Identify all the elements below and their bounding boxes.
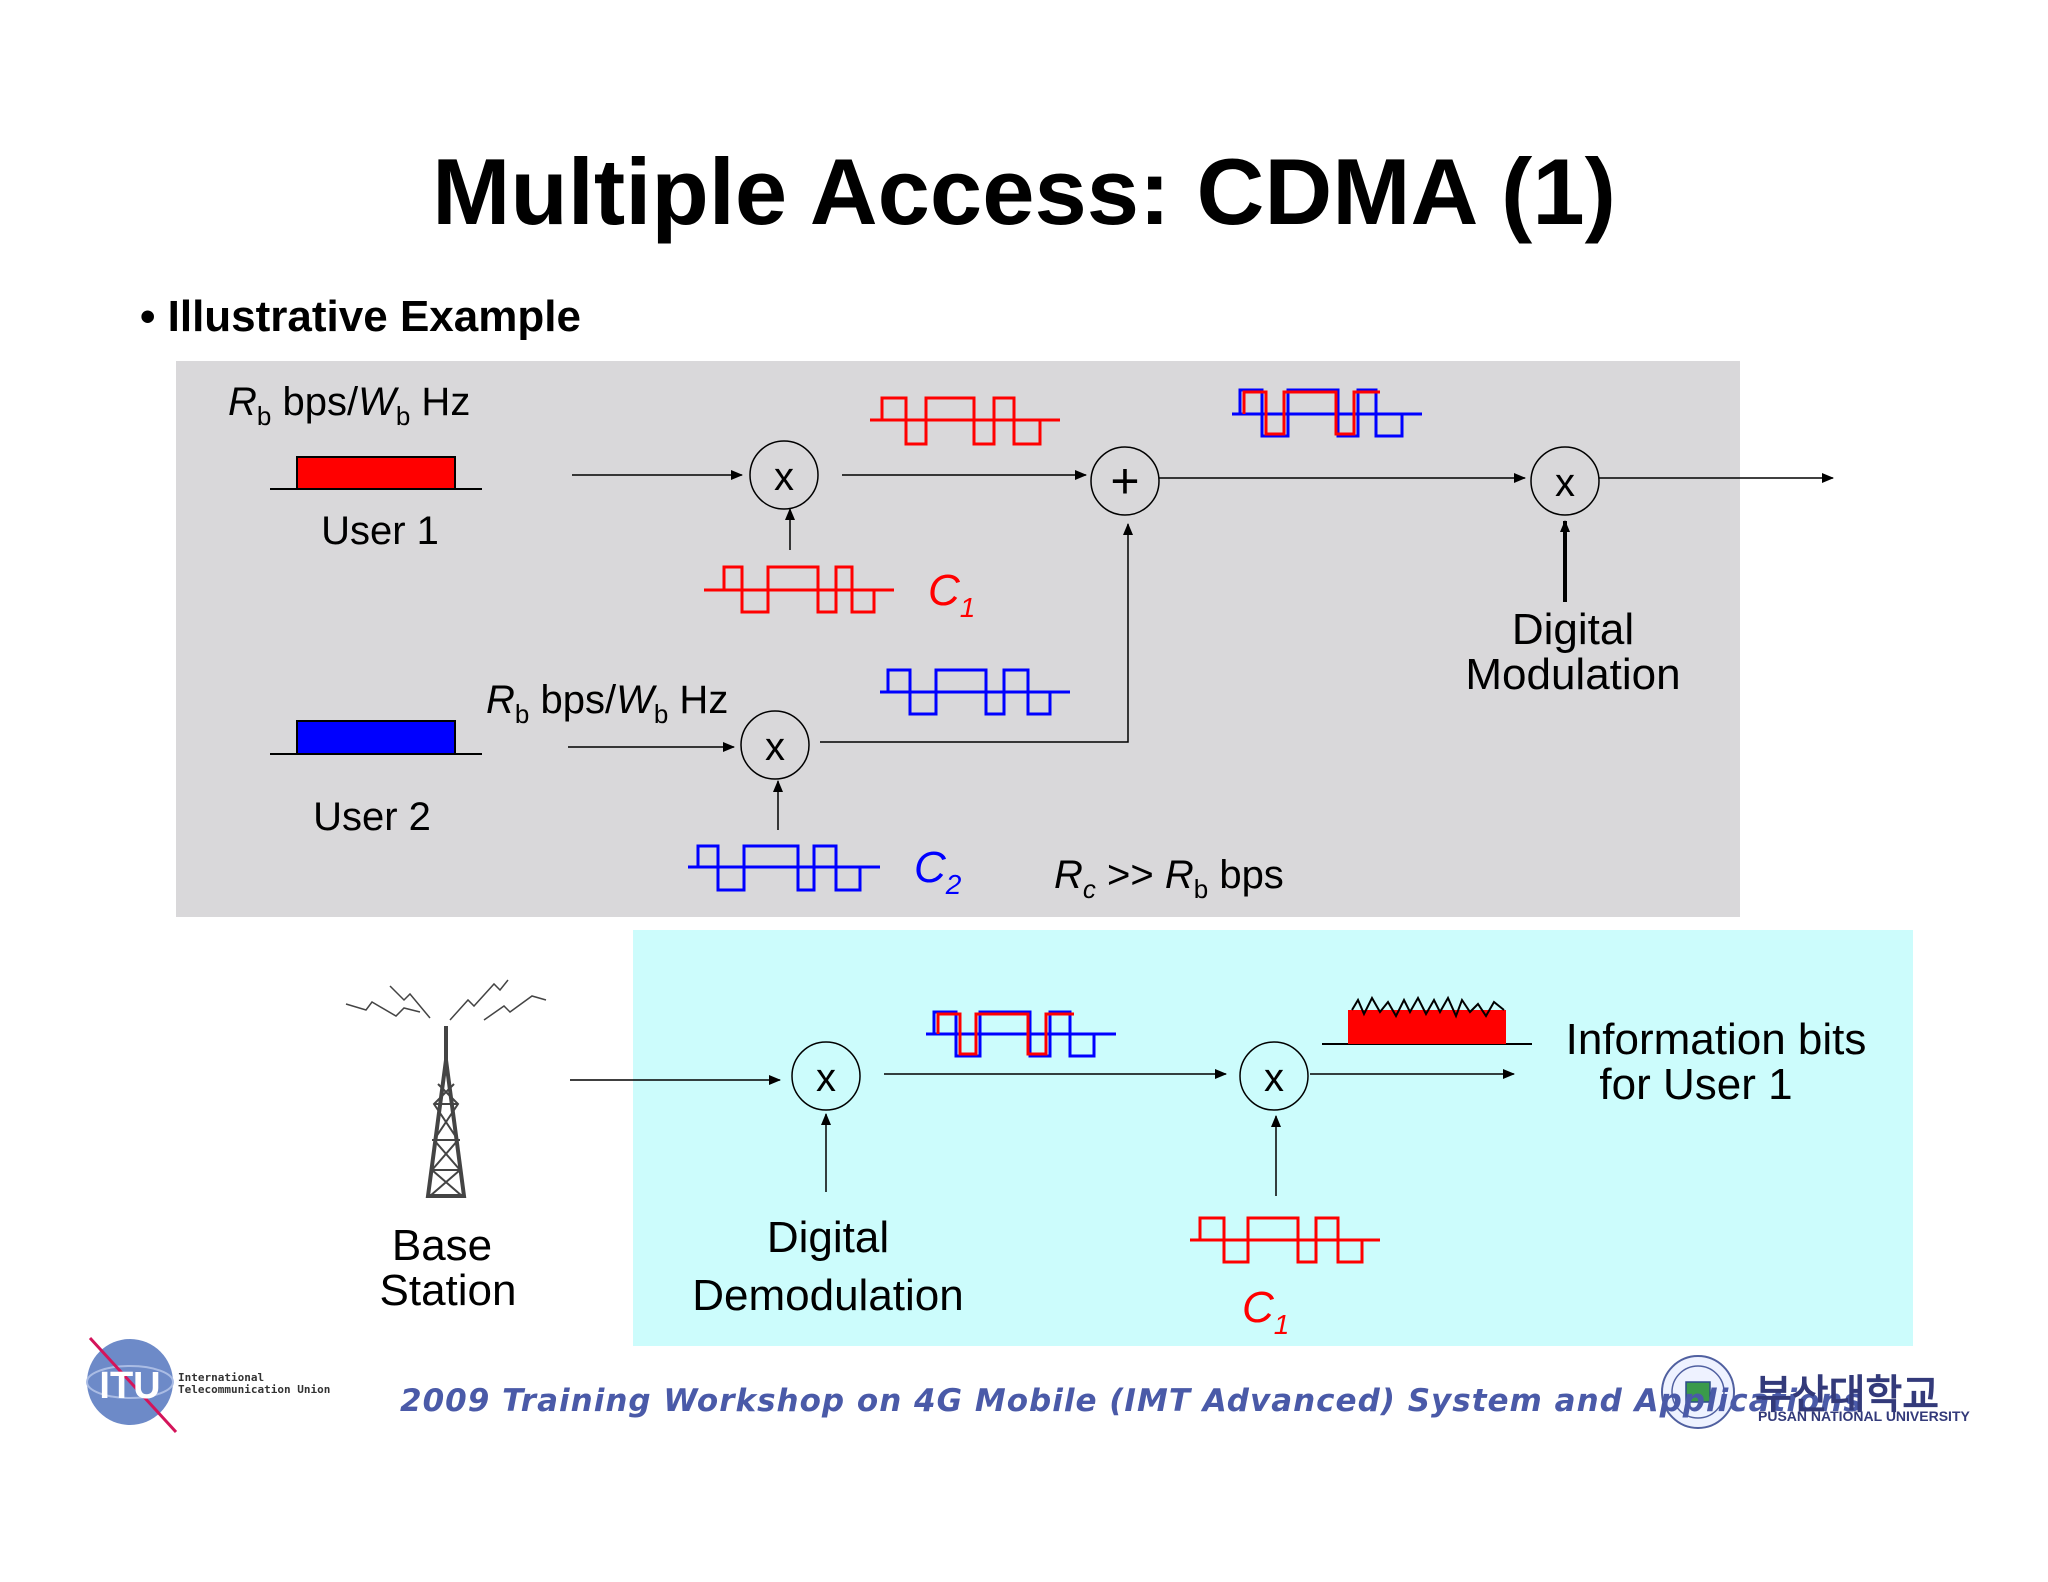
user1-label: User 1 (321, 509, 439, 553)
multiplier-demodulation (791, 1041, 861, 1111)
recovered-user1-spectrum (1322, 995, 1532, 1045)
svg-text:ITU: ITU (99, 1365, 160, 1407)
multiplier-1-symbol: x (774, 455, 794, 499)
multiplier-2-symbol: x (765, 725, 785, 769)
adder-symbol: + (1110, 453, 1139, 509)
itu-logo: ITU (86, 1336, 178, 1434)
base-station-tower-icon (345, 979, 547, 1198)
code-c1-label: C1 (928, 566, 975, 623)
multiplier-demodulation-symbol: x (816, 1056, 836, 1100)
multiplier-despread (1239, 1041, 1309, 1111)
base-station-label-line1: Base (392, 1221, 492, 1270)
demodulated-sum-signal (926, 1010, 1116, 1058)
chip-rate-relation: Rc >> Rb bps (1054, 853, 1284, 904)
multiplier-2 (740, 710, 810, 780)
user2-spectrum-block (296, 720, 456, 755)
footer-workshop-title: 2009 Training Workshop on 4G Mobile (IMT… (400, 1383, 1863, 1419)
spread-signal-1 (870, 396, 1060, 446)
pnu-seal-icon (1661, 1355, 1735, 1429)
user1-rate-label: Rb bps/Wb Hz (228, 380, 470, 431)
adder (1090, 446, 1160, 516)
sum-signal (1232, 388, 1422, 438)
itu-name: International Telecommunication Union (178, 1371, 331, 1396)
base-station-label-line2: Station (380, 1266, 517, 1315)
multiplier-1 (749, 440, 819, 510)
multiplier-despread-symbol: x (1264, 1056, 1284, 1100)
demodulation-label-line1: Digital (767, 1213, 889, 1262)
transmitter-panel (176, 361, 1740, 917)
multiplier-modulation (1530, 446, 1600, 516)
pnu-english-name: PUSAN NATIONAL UNIVERSITY (1758, 1408, 1970, 1424)
code-c1-rx-label: C1 (1242, 1283, 1289, 1340)
modulation-label-line2: Modulation (1465, 650, 1680, 699)
code-c1-rx-waveform (1190, 1216, 1380, 1264)
user2-label: User 2 (313, 795, 431, 839)
code-c2-waveform (688, 844, 880, 892)
bullet-heading: • Illustrative Example (140, 292, 581, 341)
modulation-label-line1: Digital (1512, 605, 1634, 654)
user2-rate-label: Rb bps/Wb Hz (486, 678, 728, 729)
spread-signal-2 (880, 668, 1070, 716)
slide-title: Multiple Access: CDMA (1) (432, 139, 1616, 244)
info-bits-label-line2: for User 1 (1599, 1060, 1792, 1109)
code-c1-waveform (704, 565, 894, 614)
code-c2-label: C2 (914, 843, 962, 900)
spread2-to-adder-line (820, 523, 1133, 743)
demodulation-label-line2: Demodulation (692, 1271, 964, 1320)
user1-spectrum-block (296, 456, 456, 490)
pnu-korean-name: 부산대학교 (1755, 1372, 1939, 1418)
info-bits-label-line1: Information bits (1566, 1015, 1867, 1064)
multiplier-modulation-symbol: x (1555, 461, 1575, 505)
receiver-panel (633, 930, 1913, 1346)
